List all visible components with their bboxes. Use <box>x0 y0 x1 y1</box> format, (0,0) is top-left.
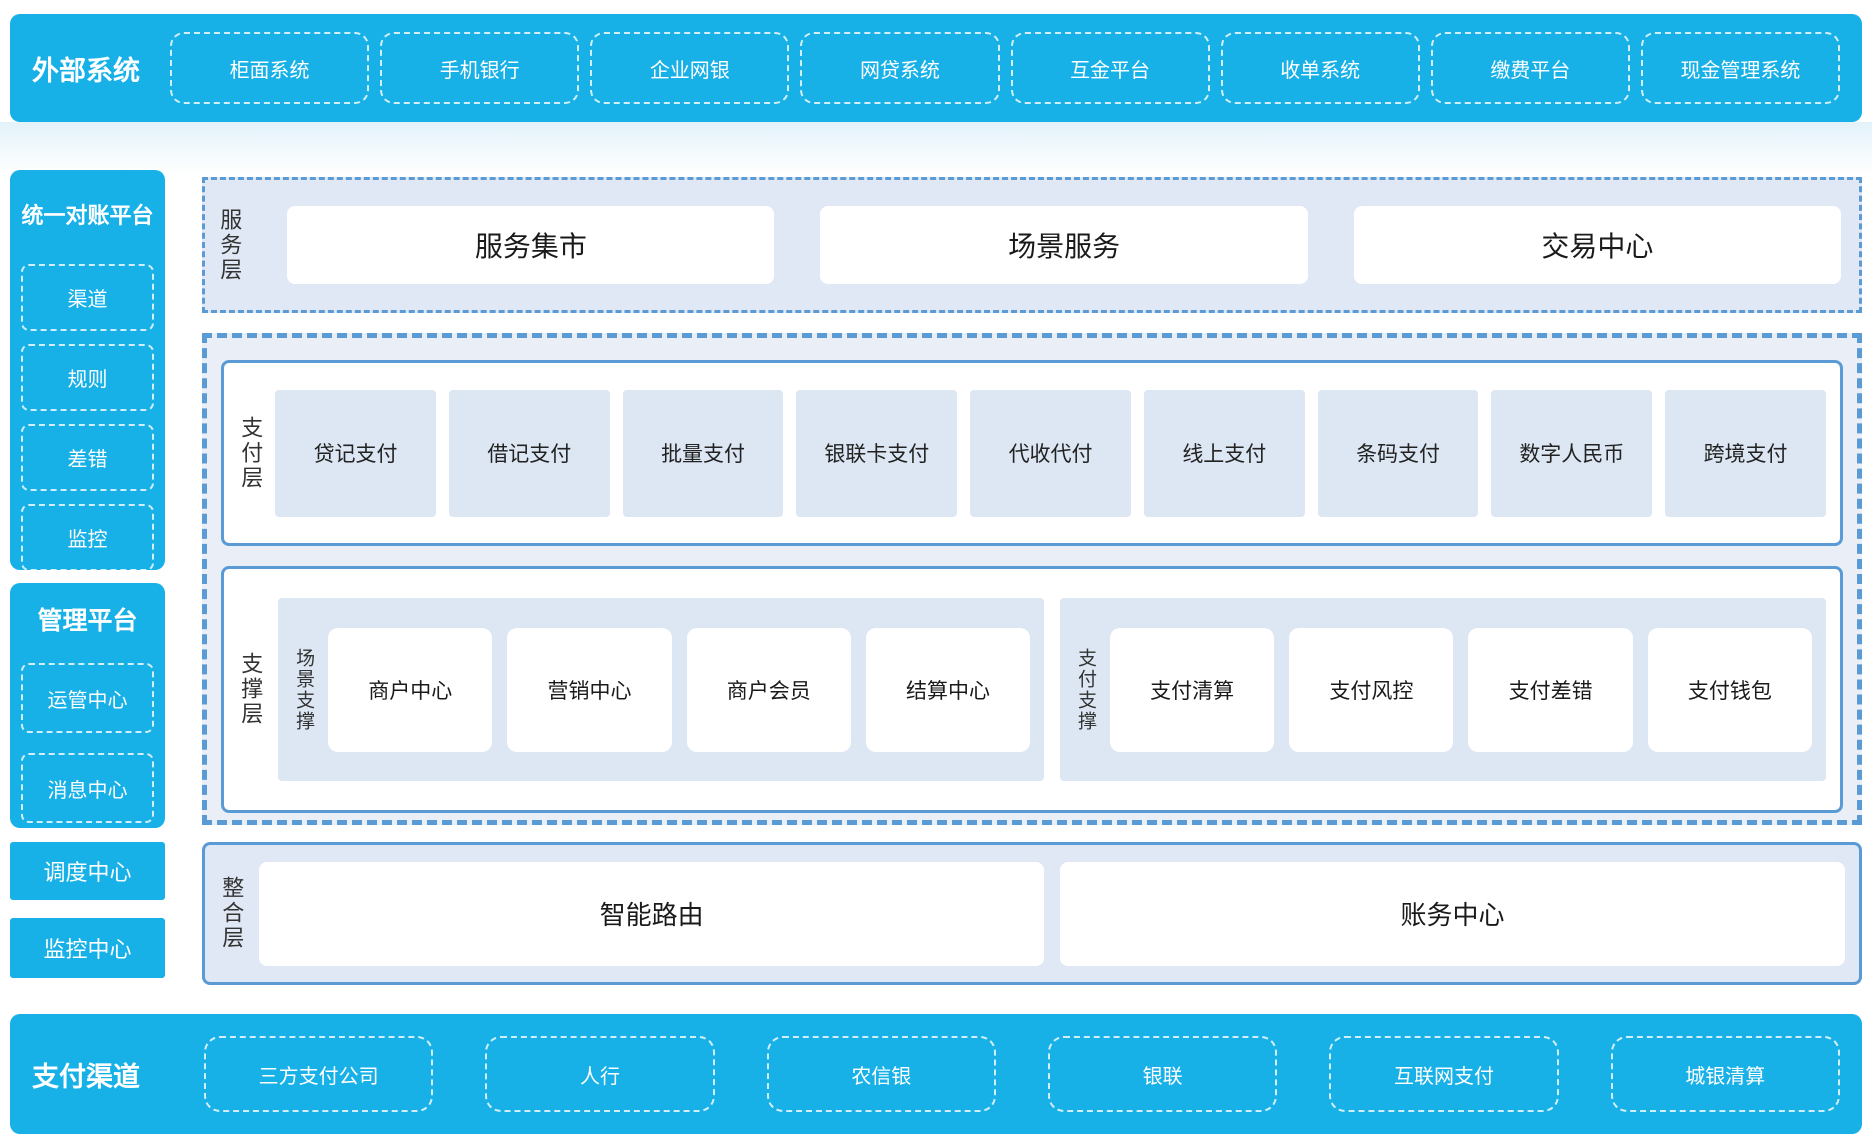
management-item: 消息中心 <box>21 753 154 823</box>
payment-support-panel: 支付支撑 支付清算 支付风控 支付差错 支付钱包 <box>1060 598 1826 781</box>
middle-area: 统一对账平台 渠道 规则 差错 监控 管理平台 运管中心 消息中心 调度中心 监… <box>10 170 1862 985</box>
payment-item: 银联卡支付 <box>796 389 958 517</box>
dispatch-center-box: 调度中心 <box>10 842 165 900</box>
payment-channels-bar: 支付渠道 三方支付公司 人行 农信银 银联 互联网支付 城银清算 <box>10 1014 1862 1134</box>
payment-support-wrapper: 支付层 贷记支付 借记支付 批量支付 银联卡支付 代收代付 线上支付 条码支付 … <box>202 333 1862 825</box>
payment-channel-item: 农信银 <box>766 1036 996 1112</box>
service-box: 场景服务 <box>820 206 1308 284</box>
external-system-item: 缴费平台 <box>1430 32 1630 104</box>
payment-item: 数字人民币 <box>1491 389 1653 517</box>
reconciliation-item: 渠道 <box>21 264 154 331</box>
payment-channel-item: 人行 <box>485 1036 715 1112</box>
payment-item: 线上支付 <box>1143 389 1305 517</box>
scene-support-item: 结算中心 <box>865 627 1031 752</box>
service-box: 服务集市 <box>287 206 775 284</box>
service-layer-section: 服务层 服务集市 场景服务 交易中心 <box>202 177 1862 313</box>
integration-layer-label: 整合层 <box>219 876 245 951</box>
payment-channel-item: 银联 <box>1047 1036 1278 1112</box>
reconciliation-platform-title: 统一对账平台 <box>21 203 154 228</box>
payment-channels-items: 三方支付公司 人行 农信银 银联 互联网支付 城银清算 <box>204 1036 1840 1112</box>
reconciliation-platform-block: 统一对账平台 渠道 规则 差错 监控 <box>10 170 165 571</box>
payment-item: 借记支付 <box>448 389 610 517</box>
integration-box: 账务中心 <box>1060 861 1845 966</box>
payment-item: 跨境支付 <box>1665 389 1826 517</box>
external-system-item: 手机银行 <box>380 32 580 104</box>
reconciliation-item: 规则 <box>21 344 154 411</box>
payment-support-label: 支付支撑 <box>1074 647 1096 732</box>
reconciliation-item: 监控 <box>21 504 154 571</box>
service-box: 交易中心 <box>1353 206 1841 284</box>
payment-item: 条码支付 <box>1317 389 1479 517</box>
support-layer-section: 支撑层 场景支撑 商户中心 营销中心 商户会员 结算中心 支付支撑 支付清算 支… <box>221 566 1843 813</box>
reconciliation-item: 差错 <box>21 424 154 491</box>
payment-support-item: 支付风控 <box>1289 627 1454 752</box>
service-layer-label: 服务层 <box>217 207 243 283</box>
external-systems-bar: 外部系统 柜面系统 手机银行 企业网银 网贷系统 互金平台 收单系统 缴费平台 … <box>10 14 1862 122</box>
payment-channel-item: 互联网支付 <box>1329 1036 1559 1112</box>
main-column: 服务层 服务集市 场景服务 交易中心 支付层 贷记支付 借记支付 批量支付 银联… <box>202 170 1862 985</box>
scene-support-item: 商户中心 <box>328 627 493 752</box>
background-gradient <box>0 122 1872 180</box>
external-systems-items: 柜面系统 手机银行 企业网银 网贷系统 互金平台 收单系统 缴费平台 现金管理系… <box>170 32 1840 104</box>
monitor-center-box: 监控中心 <box>10 918 165 978</box>
payment-channels-title: 支付渠道 <box>32 1061 140 1092</box>
payment-item: 代收代付 <box>970 389 1131 517</box>
external-system-item: 互金平台 <box>1010 32 1210 104</box>
payment-item: 贷记支付 <box>275 389 436 517</box>
management-item: 运管中心 <box>21 663 154 733</box>
payment-channel-item: 城银清算 <box>1610 1036 1840 1112</box>
payment-item: 批量支付 <box>622 389 784 517</box>
scene-support-panel: 场景支撑 商户中心 营销中心 商户会员 结算中心 <box>278 598 1045 781</box>
scene-support-item: 营销中心 <box>507 627 672 752</box>
management-platform-title: 管理平台 <box>37 607 138 635</box>
support-layer-label: 支撑层 <box>238 652 264 727</box>
scene-support-item: 商户会员 <box>686 627 851 752</box>
external-system-item: 收单系统 <box>1220 32 1420 104</box>
scene-support-label: 场景支撑 <box>293 647 315 732</box>
payment-channel-item: 三方支付公司 <box>204 1036 434 1112</box>
integration-layer-section: 整合层 智能路由 账务中心 <box>202 842 1862 985</box>
payment-support-item: 支付差错 <box>1468 627 1633 752</box>
payment-layer-label: 支付层 <box>238 415 264 491</box>
payment-support-item: 支付清算 <box>1109 627 1275 752</box>
external-systems-title: 外部系统 <box>32 55 140 86</box>
management-platform-block: 管理平台 运管中心 消息中心 <box>10 583 165 828</box>
payment-support-item: 支付钱包 <box>1647 627 1812 752</box>
external-system-item: 企业网银 <box>590 32 790 104</box>
integration-box: 智能路由 <box>259 861 1045 966</box>
payment-layer-section: 支付层 贷记支付 借记支付 批量支付 银联卡支付 代收代付 线上支付 条码支付 … <box>221 360 1843 546</box>
left-column: 统一对账平台 渠道 规则 差错 监控 管理平台 运管中心 消息中心 调度中心 监… <box>10 170 165 985</box>
external-system-item: 现金管理系统 <box>1640 32 1840 104</box>
external-system-item: 网贷系统 <box>800 32 1000 104</box>
external-system-item: 柜面系统 <box>170 32 370 104</box>
